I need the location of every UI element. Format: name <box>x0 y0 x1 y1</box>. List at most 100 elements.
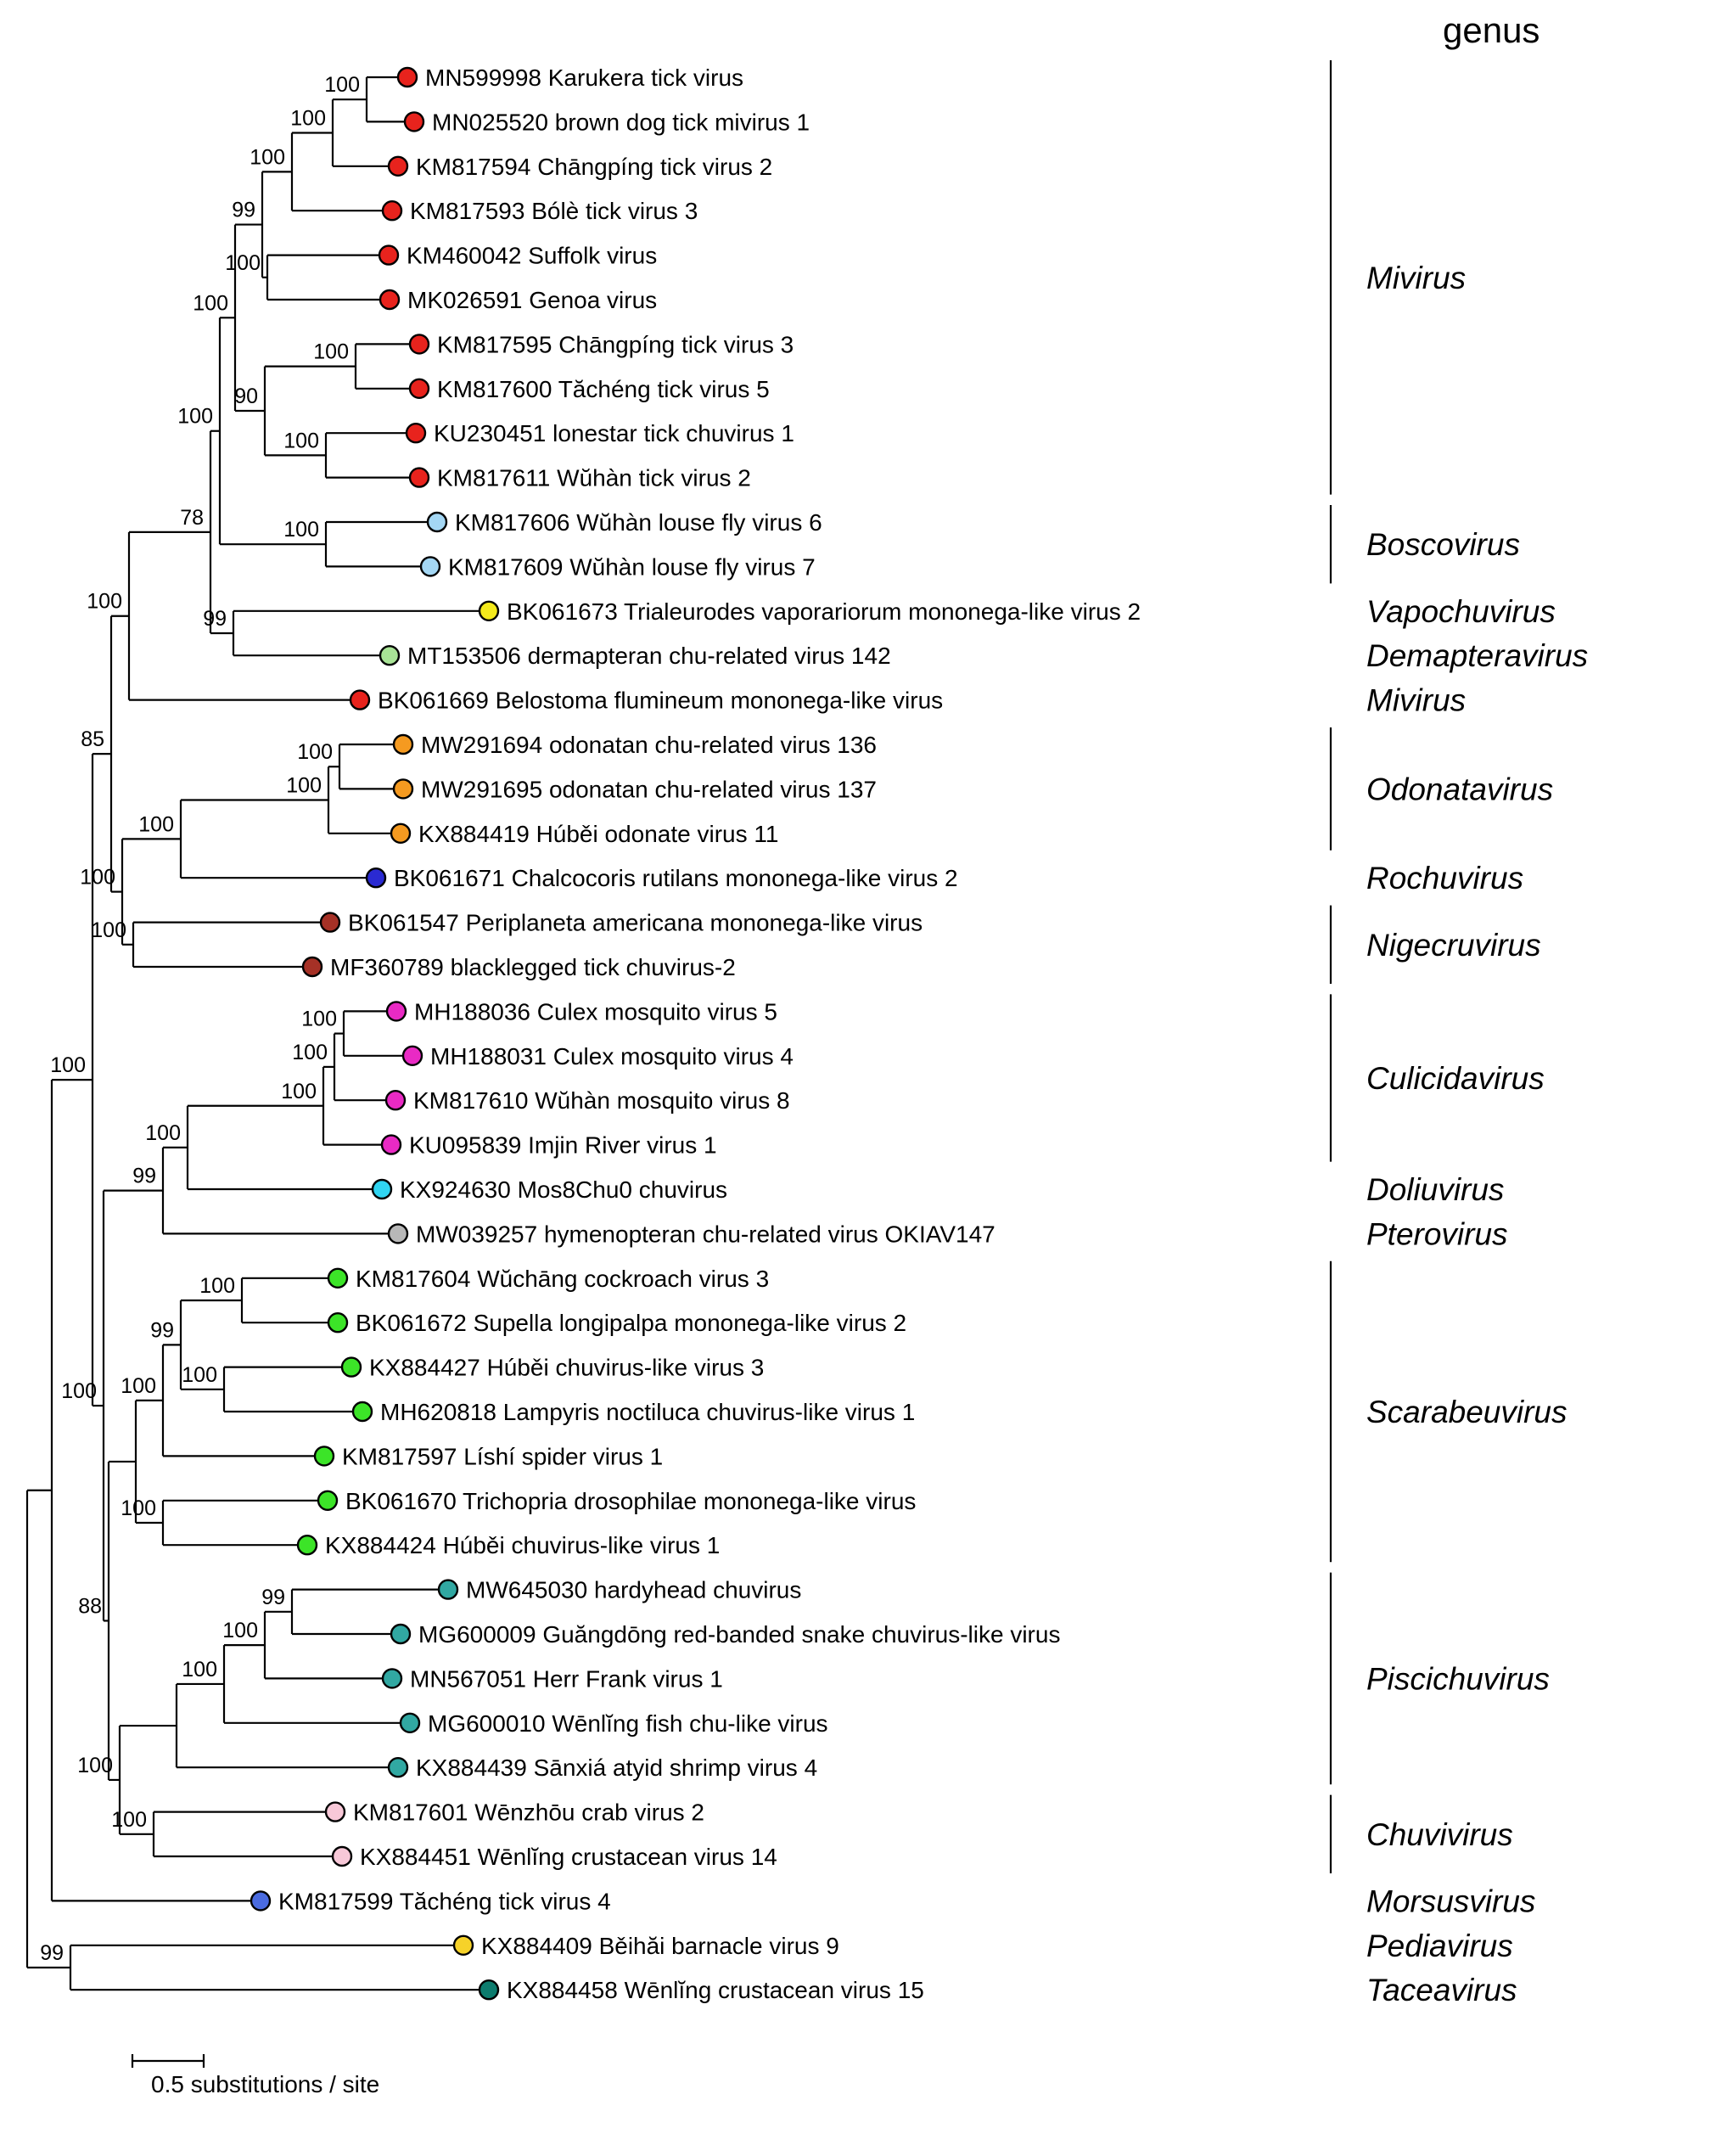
taxon-label: KM817595 Chāngpíng tick virus 3 <box>437 331 794 357</box>
taxon-label: MN567051 Herr Frank virus 1 <box>410 1665 723 1692</box>
taxon-label: MG600009 Guăngdōng red-banded snake chuv… <box>418 1621 1060 1648</box>
taxon-label: KM817597 Líshí spider virus 1 <box>342 1443 663 1469</box>
taxon-label: KU230451 lonestar tick chuvirus 1 <box>434 420 794 446</box>
genus-label: Rochuvirus <box>1366 861 1523 896</box>
taxon-dot <box>408 334 430 355</box>
taxon-dot <box>396 66 418 88</box>
taxon-dot <box>371 1178 393 1200</box>
taxon-label: BK061670 Trichopria drosophilae mononega… <box>345 1488 916 1514</box>
bootstrap-value: 100 <box>290 107 326 131</box>
bootstrap-value: 100 <box>80 866 115 890</box>
taxon-label: MF360789 blacklegged tick chuvirus-2 <box>330 954 736 980</box>
taxon-dot <box>351 1401 373 1423</box>
taxon-dot <box>296 1534 318 1556</box>
taxon-label: MH188036 Culex mosquito virus 5 <box>414 998 777 1025</box>
taxon-dot <box>390 1623 412 1645</box>
genus-column-header: genus <box>1443 10 1540 50</box>
taxon-label: MW291694 odonatan chu-related virus 136 <box>421 732 877 758</box>
taxon-dot <box>408 378 430 399</box>
taxon-label: KX884439 Sānxiá atyid shrimp virus 4 <box>416 1755 817 1781</box>
genus-label: Doliuvirus <box>1366 1172 1504 1207</box>
bootstrap-value: 100 <box>193 291 228 315</box>
genus-label: Vapochuvirus <box>1366 594 1556 629</box>
taxon-dot <box>401 1045 423 1067</box>
bootstrap-value: 100 <box>286 774 322 798</box>
taxon-dot <box>319 912 341 933</box>
bootstrap-value: 100 <box>138 812 174 836</box>
bootstrap-value: 99 <box>203 607 227 631</box>
taxon-dot <box>403 111 425 132</box>
taxon-dot <box>317 1490 339 1512</box>
genus-label: Chuvivirus <box>1366 1817 1513 1852</box>
bootstrap-value: 100 <box>199 1274 235 1298</box>
taxon-label: KM817606 Wŭhàn louse fly virus 6 <box>455 509 822 536</box>
taxon-dot <box>478 1979 500 2001</box>
genus-label: Scarabeuvirus <box>1366 1395 1568 1429</box>
bootstrap-value: 100 <box>111 1808 147 1832</box>
bootstrap-value: 100 <box>283 429 319 452</box>
genus-label: Mivirus <box>1366 261 1466 295</box>
taxon-dot <box>399 1712 421 1734</box>
taxon-label: MH188031 Culex mosquito virus 4 <box>430 1043 794 1070</box>
bootstrap-value: 99 <box>232 199 255 222</box>
taxon-dot <box>452 1934 474 1957</box>
bootstrap-value: 100 <box>222 1619 258 1642</box>
taxon-dot <box>365 867 387 889</box>
taxon-dot <box>324 1801 346 1822</box>
taxon-label: MK026591 Genoa virus <box>407 287 657 313</box>
bootstrap-value: 100 <box>324 73 360 97</box>
taxon-label: KM817609 Wŭhàn louse fly virus 7 <box>448 553 816 580</box>
bootstrap-value: 100 <box>182 1363 217 1387</box>
taxon-dot <box>478 600 500 621</box>
taxon-dot <box>381 1668 403 1689</box>
bootstrap-value: 100 <box>145 1121 181 1145</box>
taxon-dot <box>384 1089 407 1111</box>
taxon-dot <box>327 1267 349 1289</box>
bootstrap-value: 88 <box>78 1594 102 1618</box>
taxon-label: KM817610 Wŭhàn mosquito virus 8 <box>413 1087 790 1114</box>
taxon-label: MT153506 dermapteran chu-related virus 1… <box>407 643 891 669</box>
taxon-label: KM817594 Chāngpíng tick virus 2 <box>416 154 772 180</box>
taxon-dot <box>349 689 371 710</box>
bootstrap-value: 100 <box>182 1658 217 1682</box>
taxon-label: BK061672 Supella longipalpa mononega-lik… <box>356 1310 906 1336</box>
taxon-label: KM817599 Tăchéng tick virus 4 <box>278 1888 611 1914</box>
bootstrap-value: 100 <box>292 1041 328 1064</box>
bootstrap-value: 100 <box>225 251 261 275</box>
taxon-dot <box>250 1890 272 1912</box>
taxon-dot <box>331 1845 353 1867</box>
taxon-dot <box>387 155 409 177</box>
taxon-dot <box>387 1223 409 1244</box>
taxon-label: KX924630 Mos8Chu0 chuvirus <box>400 1176 727 1203</box>
bootstrap-value: 90 <box>234 385 258 408</box>
bootstrap-value: 100 <box>301 1008 337 1031</box>
taxon-label: KM817601 Wēnzhōu crab virus 2 <box>353 1799 704 1826</box>
taxon-label: KX884427 Húběi chuvirus-like virus 3 <box>369 1355 764 1381</box>
genus-label: Nigecruvirus <box>1366 928 1541 963</box>
genus-label: Mivirus <box>1366 683 1466 718</box>
genus-label: Culicidavirus <box>1366 1061 1545 1096</box>
taxon-dot <box>387 1756 409 1778</box>
bootstrap-value: 100 <box>250 145 285 169</box>
taxon-dot <box>437 1579 459 1600</box>
bootstrap-value: 100 <box>121 1374 156 1398</box>
taxon-dot <box>378 244 400 266</box>
bootstrap-value: 100 <box>313 340 349 364</box>
bootstrap-value: 100 <box>177 405 213 429</box>
bootstrap-value: 100 <box>87 590 122 614</box>
taxon-label: KM817611 Wŭhàn tick virus 2 <box>437 465 751 491</box>
bootstrap-value: 100 <box>121 1496 156 1520</box>
bootstrap-value: 99 <box>261 1586 285 1609</box>
scale-bar-label: 0.5 substitutions / site <box>151 2071 380 2097</box>
taxon-label: MN599998 Karukera tick virus <box>425 65 743 91</box>
genus-label: Odonatavirus <box>1366 772 1553 806</box>
taxon-label: MG600010 Wēnlĭng fish chu-like virus <box>428 1710 828 1737</box>
bootstrap-value: 100 <box>91 918 126 942</box>
taxon-label: KU095839 Imjin River virus 1 <box>409 1132 717 1159</box>
genus-label: Pterovirus <box>1366 1216 1508 1251</box>
taxon-label: MH620818 Lampyris noctiluca chuvirus-lik… <box>380 1399 915 1425</box>
bootstrap-value: 99 <box>40 1941 64 1965</box>
bootstrap-value: 100 <box>297 740 333 764</box>
